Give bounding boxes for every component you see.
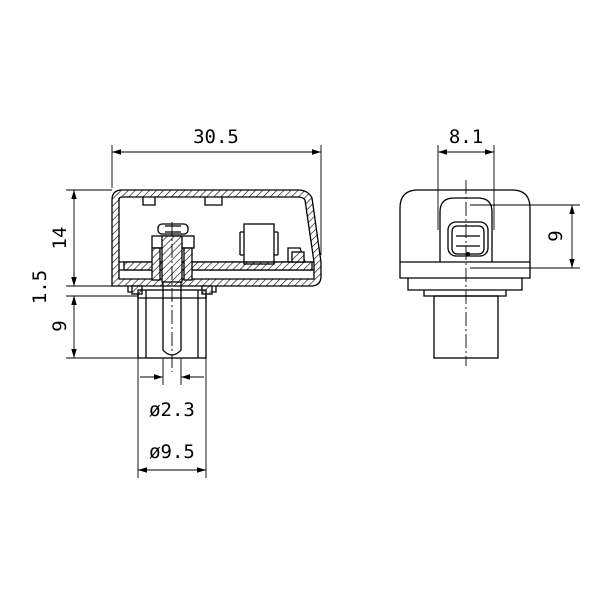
dim-height-side: 9: [545, 230, 567, 241]
side-connector-slot: [456, 235, 480, 247]
floor-hatch: [123, 261, 313, 271]
dim-gap: 1.5: [29, 270, 51, 304]
internal-latch-hatch: [291, 251, 305, 263]
dim-width-total: 30.5: [193, 126, 239, 148]
housing-top-ribs: [142, 197, 223, 206]
housing-shell: [111, 189, 322, 287]
side-connector-pin: [466, 252, 470, 256]
side-body-lines: [400, 261, 530, 279]
side-view: [399, 180, 531, 366]
side-hub: [423, 290, 507, 297]
dim-shaft-diameter: ø2.3: [149, 399, 195, 421]
dim-width-side: 8.1: [449, 126, 483, 148]
screw-right-post: [183, 247, 193, 281]
dim-height-total: 14: [49, 227, 71, 250]
shaft-boss-inner: [145, 290, 199, 358]
dim-boss-diameter: ø9.5: [149, 441, 195, 463]
dim-shaft-length: 9: [49, 320, 71, 331]
screw-head: [157, 223, 189, 235]
internal-clip: [243, 223, 275, 265]
side-connector-inner: [451, 225, 485, 255]
side-body: [399, 189, 531, 291]
internal-clip-tabs: [239, 231, 279, 256]
front-section-view: [111, 189, 322, 372]
dimension-labels: 30.5 8.1 9 14 1.5 9 ø2.3 ø9.5: [29, 126, 567, 463]
side-shaft: [433, 295, 499, 359]
screw-left-post: [151, 247, 161, 281]
dimension-lines: [66, 145, 580, 478]
internal-latch: [287, 247, 306, 263]
screw-head-slot: [165, 225, 181, 233]
